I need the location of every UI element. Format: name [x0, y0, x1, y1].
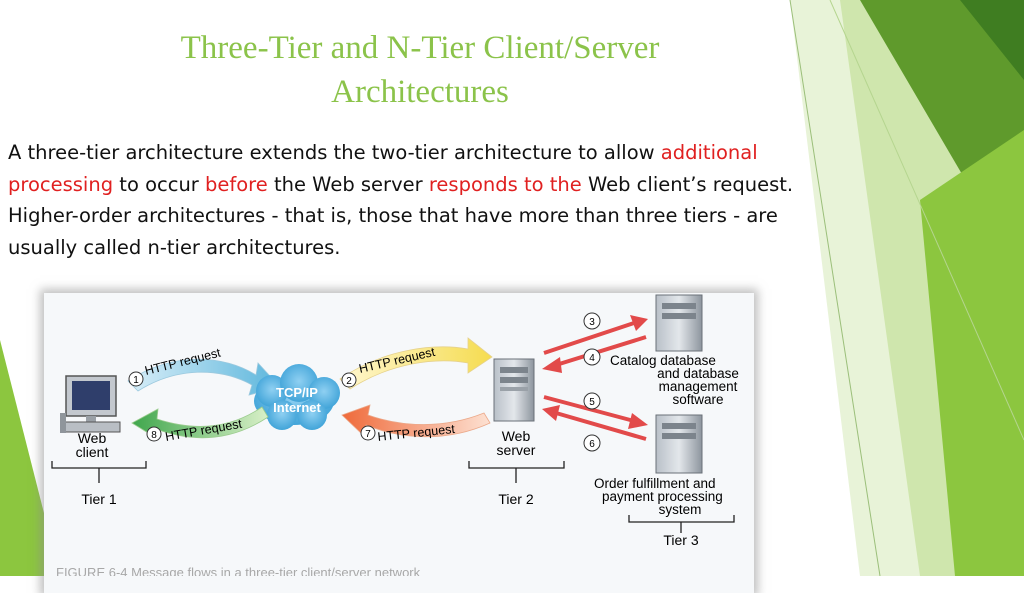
- arrow-5-to-order-system: [543, 395, 635, 423]
- figure-frame: [44, 293, 754, 593]
- order-fulfillment-server-icon: [655, 414, 703, 474]
- web-client-label-line-1: Web: [78, 430, 107, 446]
- three-tier-diagram: Web client Tier 1 Tier 2 Tier 3 1 HTTP r…: [51, 294, 739, 576]
- catalog-database-server-icon: [655, 294, 703, 352]
- internet-label-line-2: Internet: [273, 400, 321, 415]
- order-system-label-line-1: Order fulfillment and: [594, 476, 716, 491]
- catalog-db-label-line-1: Catalog database: [610, 353, 716, 368]
- slide-title: Three-Tier and N-Tier Client/Server Arch…: [60, 26, 780, 114]
- arrow-3-to-catalog: [543, 321, 635, 355]
- arrow-8-label: HTTP request: [164, 417, 243, 444]
- catalog-db-label-line-3: management: [659, 379, 738, 394]
- catalog-db-label-line-2: and database: [657, 366, 739, 381]
- arrow-4-number: 4: [589, 353, 595, 364]
- tier-2-bracket: [468, 461, 565, 483]
- figure-caption: FIGURE 6-4 Message flows in a three-tier…: [56, 565, 421, 576]
- tier-3-bracket: [628, 515, 735, 533]
- arrow-2-label: HTTP request: [358, 345, 437, 376]
- highlight-before: before: [205, 172, 268, 196]
- tier-1-bracket: [51, 461, 147, 483]
- web-client-label-line-2: client: [76, 444, 109, 460]
- highlight-responds-to-the: responds to the: [428, 172, 582, 196]
- arrow-7-http-request: [341, 404, 491, 438]
- body-text-1: A three-tier architecture extends the tw…: [8, 141, 661, 164]
- web-client-computer-icon: [60, 375, 121, 433]
- highlight-additional-processing: additional processing: [8, 141, 758, 196]
- arrow-8-number: 8: [151, 430, 157, 441]
- arrow-7-number: 7: [365, 429, 371, 440]
- catalog-db-label-line-4: software: [672, 392, 723, 407]
- web-server-label-line-2: server: [497, 442, 536, 458]
- slide-title-line-1: Three-Tier and N-Tier Client/Server: [180, 30, 660, 66]
- slide-background-decoration: [0, 0, 1024, 576]
- architecture-diagram-figure: Web client Tier 1 Tier 2 Tier 3 1 HTTP r…: [44, 293, 754, 593]
- arrow-2-http-request: [339, 337, 493, 390]
- tier-1-label: Tier 1: [81, 491, 116, 507]
- body-paragraph: A three-tier architecture extends the tw…: [8, 137, 823, 263]
- arrow-3-number: 3: [589, 317, 595, 328]
- web-server-icon: [493, 358, 535, 422]
- internet-label-line-1: TCP/IP: [276, 385, 318, 400]
- body-text-2: to occur: [113, 172, 206, 196]
- arrow-4-from-catalog: [555, 335, 647, 367]
- tcp-ip-internet-cloud-icon: [254, 364, 340, 430]
- body-text-3: the Web server: [267, 172, 429, 196]
- tier-2-label: Tier 2: [498, 491, 533, 507]
- slide-title-line-2: Architectures: [331, 74, 509, 110]
- tier-3-label: Tier 3: [663, 532, 698, 548]
- arrow-8-http-request: [131, 406, 269, 440]
- order-system-label-line-2: payment processing: [602, 489, 723, 504]
- arrow-2-number: 2: [346, 376, 352, 387]
- arrow-5-number: 5: [589, 397, 595, 408]
- order-system-label-line-3: system: [659, 502, 702, 517]
- arrow-1-number: 1: [133, 375, 139, 386]
- arrow-6-number: 6: [589, 439, 595, 450]
- body-text-4: Web client’s request. Higher-order archi…: [8, 172, 794, 259]
- web-server-label-line-1: Web: [502, 428, 531, 444]
- arrow-6-from-order-system: [555, 411, 647, 441]
